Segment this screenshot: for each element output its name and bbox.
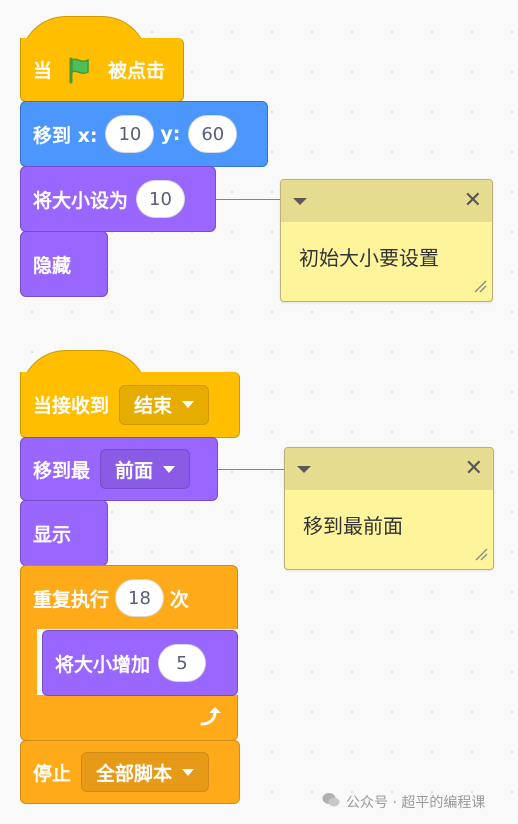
comment-note[interactable]: ✕ 移到最前面: [284, 447, 494, 570]
comment-connector: [218, 469, 284, 470]
show-label: 显示: [33, 523, 72, 546]
go-to-layer-block[interactable]: 移到最 前面: [20, 437, 218, 501]
message-dropdown[interactable]: 结束: [119, 384, 210, 425]
stop-value: 全部脚本: [96, 762, 173, 785]
hat-label-after: 被点击: [108, 60, 166, 82]
receive-label: 当接收到: [33, 395, 110, 417]
layer-value: 前面: [115, 459, 154, 482]
close-icon[interactable]: ✕: [464, 456, 483, 481]
comment-connector: [216, 199, 280, 200]
repeat-label: 重复执行: [33, 588, 110, 611]
green-flag-icon: [66, 56, 94, 84]
size-input[interactable]: 10: [136, 180, 185, 218]
note-header: ✕: [285, 448, 493, 490]
message-value: 结束: [134, 395, 173, 417]
goto-label: 移到 x:: [33, 124, 98, 147]
stop-block[interactable]: 停止 全部脚本: [20, 740, 240, 804]
dropdown-arrow-icon: [182, 768, 195, 776]
y-input[interactable]: 60: [188, 115, 238, 153]
show-block[interactable]: 显示: [20, 500, 108, 566]
x-input[interactable]: 10: [105, 115, 155, 153]
repeat-suffix: 次: [169, 588, 189, 611]
when-i-receive-block[interactable]: 当接收到 结束: [20, 372, 240, 438]
collapse-icon[interactable]: [297, 465, 311, 473]
collapse-icon[interactable]: [293, 197, 307, 205]
y-label: y:: [160, 123, 181, 145]
comment-note[interactable]: ✕ 初始大小要设置: [280, 179, 493, 302]
change-size-block[interactable]: 将大小增加 5: [42, 630, 238, 696]
close-icon[interactable]: ✕: [463, 188, 482, 213]
watermark: 公众号 · 超平的编程课: [322, 792, 485, 812]
watermark-text: 公众号 · 超平的编程课: [346, 795, 486, 811]
note-header: ✕: [281, 180, 492, 222]
resize-icon[interactable]: [473, 278, 487, 297]
change-size-label: 将大小增加: [55, 653, 151, 676]
wechat-icon: [322, 792, 340, 812]
change-size-input[interactable]: 5: [158, 644, 207, 682]
go-to-layer-label: 移到最: [33, 459, 91, 482]
note-text[interactable]: 初始大小要设置: [299, 246, 439, 270]
when-flag-clicked-block[interactable]: 当 被点击: [20, 38, 184, 102]
resize-icon[interactable]: [474, 546, 488, 565]
set-size-block[interactable]: 将大小设为 10: [20, 166, 216, 232]
go-to-xy-block[interactable]: 移到 x: 10 y: 60: [20, 101, 268, 167]
hide-block[interactable]: 隐藏: [20, 231, 108, 297]
hide-label: 隐藏: [33, 254, 72, 277]
note-text[interactable]: 移到最前面: [303, 514, 403, 538]
set-size-label: 将大小设为: [33, 189, 129, 212]
repeat-header: 重复执行 18 次: [33, 566, 189, 630]
stop-label: 停止: [33, 762, 72, 785]
layer-dropdown[interactable]: 前面: [100, 449, 191, 489]
repeat-count-input[interactable]: 18: [115, 579, 164, 617]
dropdown-arrow-icon: [163, 465, 176, 473]
dropdown-arrow-icon: [182, 401, 195, 408]
repeat-arrow-icon: [198, 704, 224, 734]
stop-dropdown[interactable]: 全部脚本: [81, 752, 210, 792]
hat-label-before: 当: [33, 60, 53, 82]
